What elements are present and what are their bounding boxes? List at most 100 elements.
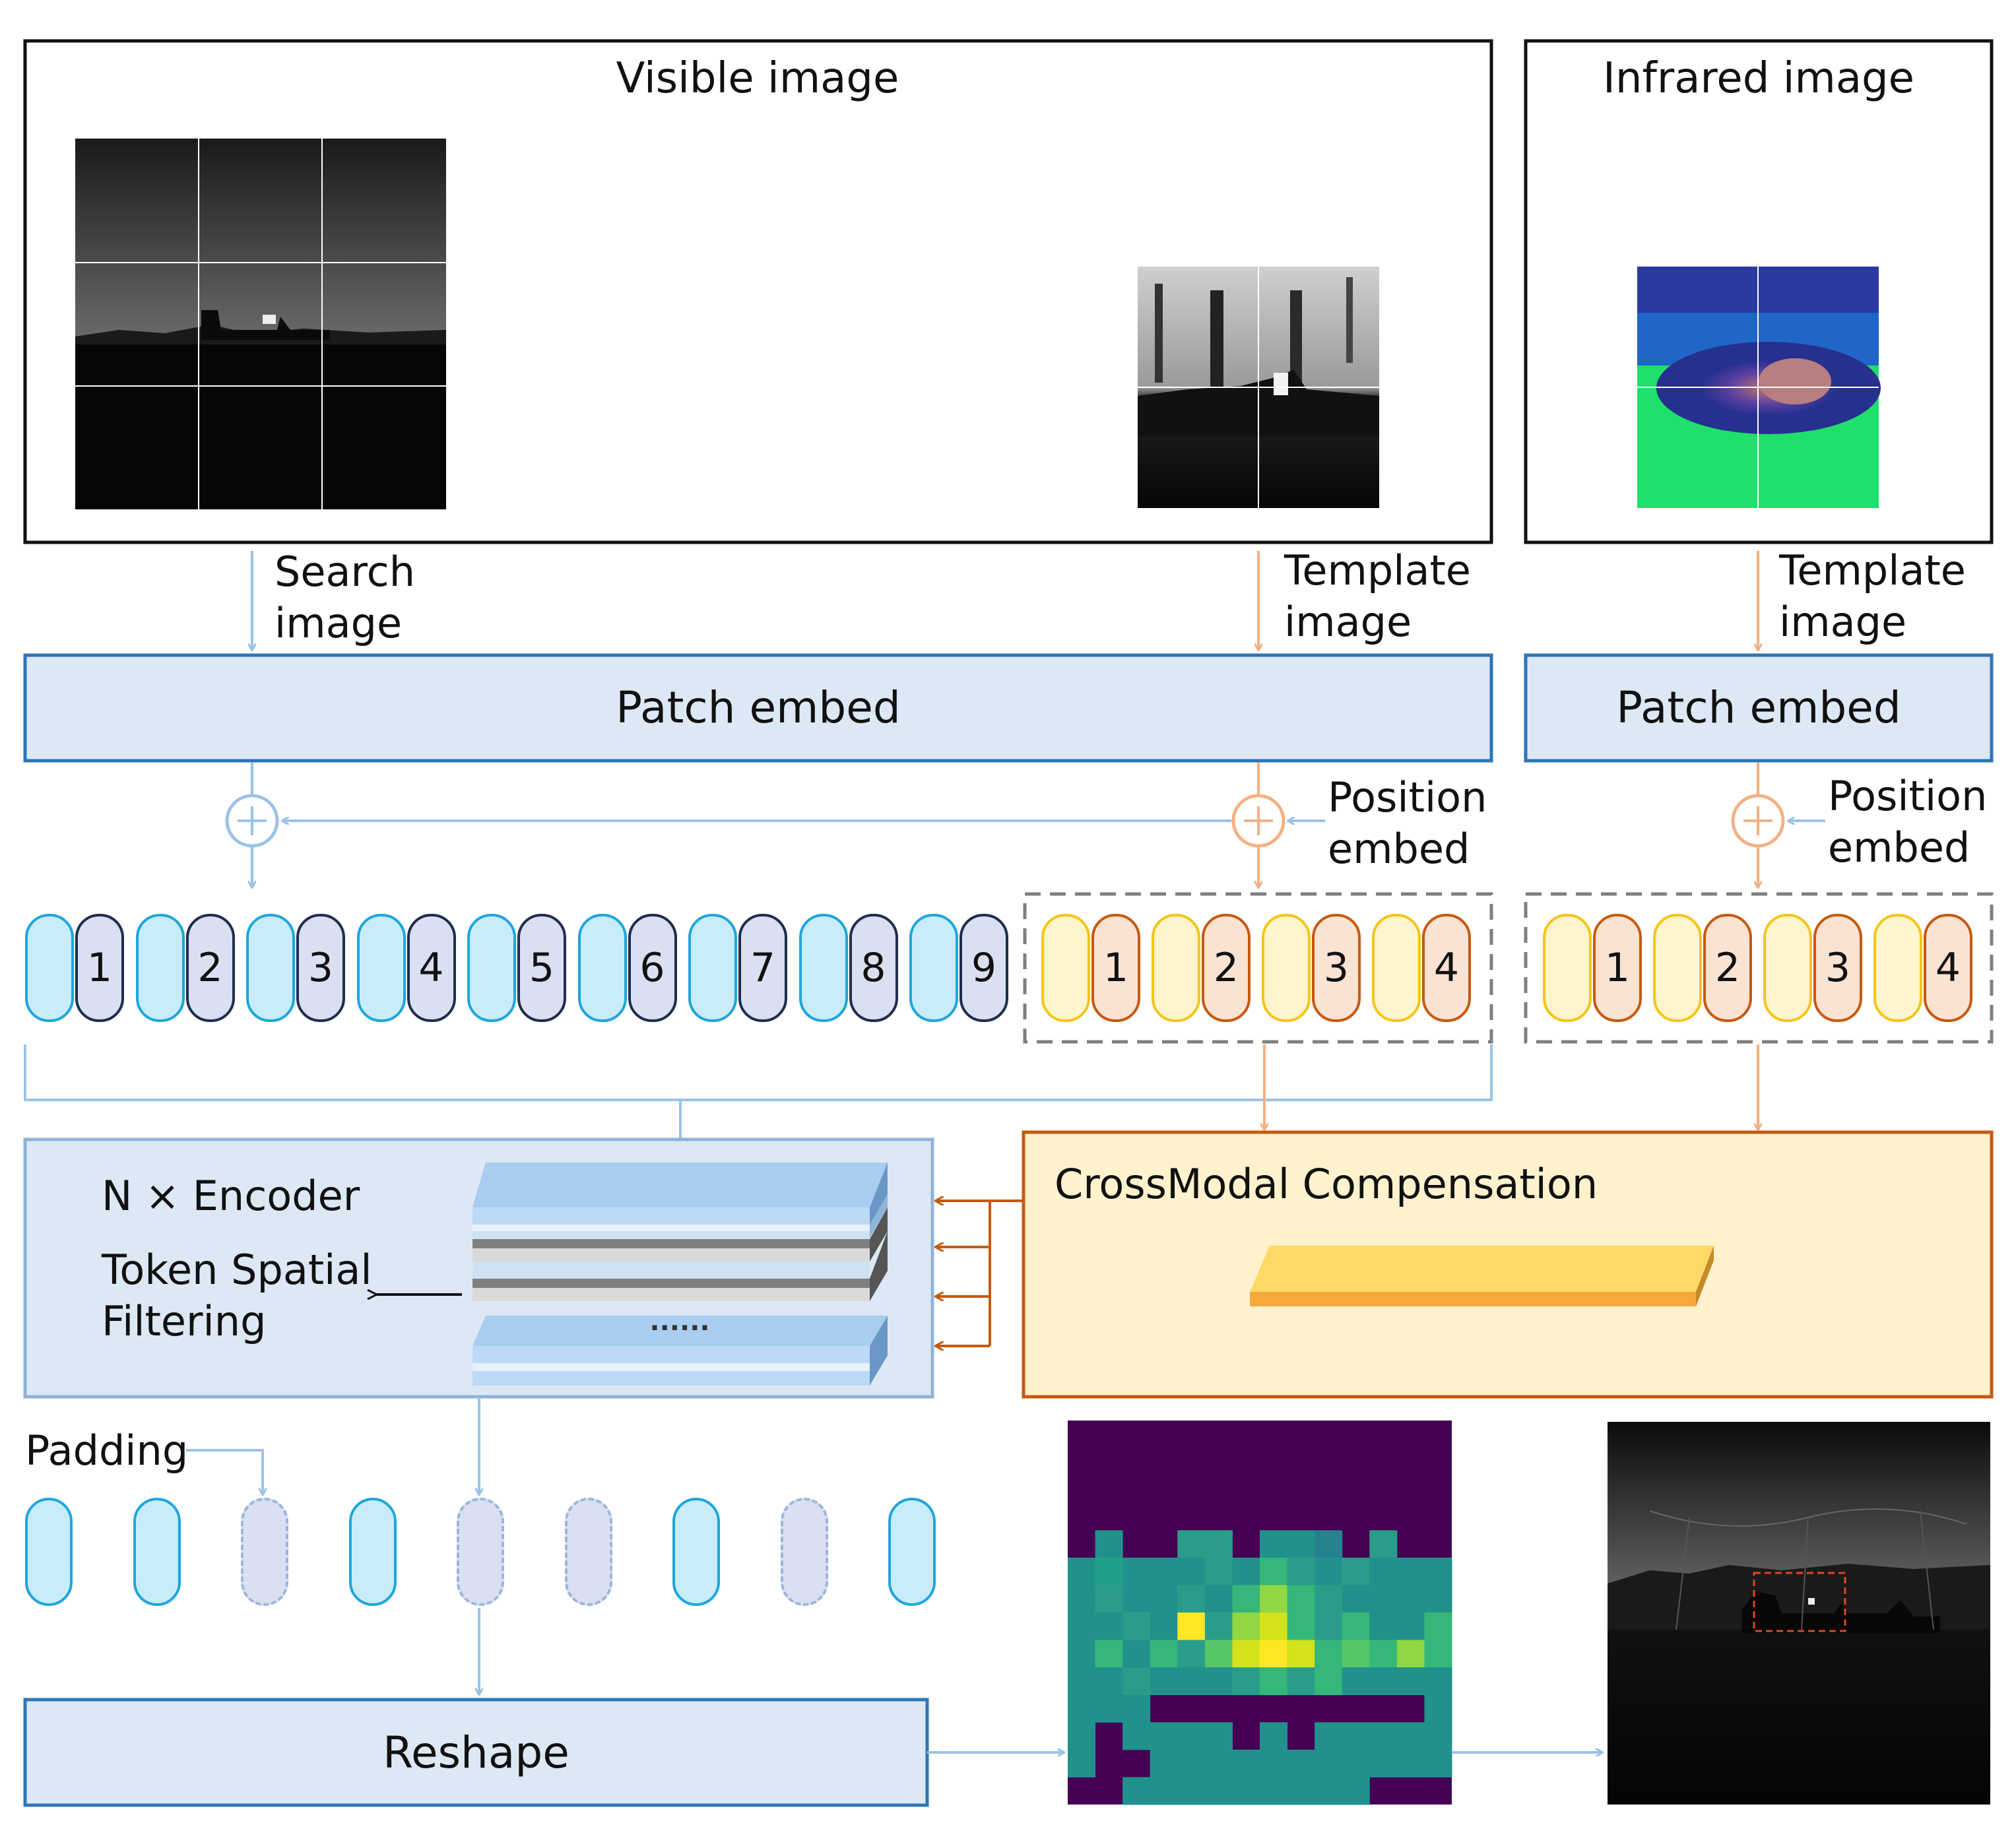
template-image-label-2: image bbox=[1284, 598, 1412, 646]
search-index-token: 6 bbox=[628, 914, 677, 1022]
heatmap-cell bbox=[1204, 1585, 1233, 1613]
heatmap-cell bbox=[1068, 1667, 1096, 1696]
heatmap-cell bbox=[1369, 1613, 1398, 1641]
heatmap-cell bbox=[1342, 1667, 1370, 1696]
cmc-block bbox=[1250, 1246, 1714, 1306]
patch-embed-infrared bbox=[1524, 653, 1994, 763]
search-index-token: 3 bbox=[296, 914, 345, 1022]
heatmap-cell bbox=[1260, 1613, 1288, 1641]
heatmap-cell bbox=[1095, 1640, 1123, 1668]
encoder-layer-stack bbox=[472, 1163, 888, 1386]
search-embed-token bbox=[246, 914, 295, 1022]
search-embed-token bbox=[467, 914, 516, 1022]
padding-token bbox=[241, 1498, 288, 1606]
heatmap-cell bbox=[1396, 1640, 1425, 1668]
heatmap-cell bbox=[1232, 1640, 1260, 1668]
heatmap-cell bbox=[1369, 1722, 1398, 1750]
heatmap-cell bbox=[1287, 1530, 1315, 1558]
heatmap-cell bbox=[1369, 1557, 1398, 1585]
heatmap-cell bbox=[1287, 1640, 1315, 1668]
heatmap-cell bbox=[1287, 1557, 1315, 1585]
visible-panel-title: Visible image bbox=[616, 54, 899, 103]
search-embed-token bbox=[25, 914, 74, 1022]
template-index-token: 2 bbox=[1202, 914, 1251, 1022]
padding-token bbox=[457, 1498, 504, 1606]
heatmap-cell bbox=[1204, 1749, 1233, 1777]
template-index-token: 3 bbox=[1312, 914, 1361, 1022]
heatmap-cell bbox=[1369, 1749, 1398, 1777]
heatmap-cell bbox=[1260, 1722, 1288, 1750]
heatmap-cell bbox=[1369, 1585, 1398, 1613]
search-image-label-1: Search bbox=[275, 548, 416, 596]
tsf-label-1: Token Spatial bbox=[102, 1246, 372, 1294]
heatmap-cell bbox=[1424, 1640, 1452, 1668]
heatmap-cell bbox=[1177, 1613, 1206, 1641]
heatmap-cell bbox=[1260, 1530, 1288, 1558]
heatmap-cell bbox=[1260, 1749, 1288, 1777]
encoder-ellipsis: ...... bbox=[649, 1306, 710, 1337]
heatmap-cell bbox=[1342, 1777, 1370, 1805]
heatmap-cell bbox=[1122, 1585, 1151, 1613]
ir-template-embed-token bbox=[1543, 914, 1592, 1022]
heatmap-cell bbox=[1177, 1777, 1206, 1805]
heatmap-cell bbox=[1260, 1557, 1288, 1585]
heatmap-cell bbox=[1095, 1585, 1123, 1613]
kept-token bbox=[348, 1498, 397, 1606]
heatmap-cell bbox=[1396, 1667, 1425, 1696]
heatmap-cell bbox=[1287, 1613, 1315, 1641]
heatmap-cell bbox=[1342, 1722, 1370, 1750]
ir-template-index-token: 4 bbox=[1924, 914, 1972, 1022]
heatmap-cell bbox=[1260, 1777, 1288, 1805]
heatmap-cell bbox=[1396, 1749, 1425, 1777]
heatmap-cell bbox=[1342, 1585, 1370, 1613]
heatmap-cell bbox=[1204, 1557, 1233, 1585]
heatmap-cell bbox=[1122, 1557, 1151, 1585]
cmc-title: CrossModal Compensation bbox=[1055, 1160, 1598, 1208]
heatmap-cell bbox=[1424, 1694, 1452, 1723]
heatmap-cell bbox=[1177, 1585, 1206, 1613]
infrared-panel-title: Infrared image bbox=[1602, 54, 1915, 103]
heatmap-cell bbox=[1150, 1613, 1178, 1641]
search-index-token: 8 bbox=[849, 914, 898, 1022]
heatmap-cell bbox=[1232, 1585, 1260, 1613]
padding-token bbox=[780, 1498, 828, 1606]
padding-label: Padding bbox=[25, 1426, 189, 1475]
position-embed-visible-label-2: embed bbox=[1328, 825, 1470, 873]
ir-template-embed-token bbox=[1763, 914, 1812, 1022]
search-embed-token bbox=[909, 914, 958, 1022]
template-index-token: 1 bbox=[1091, 914, 1140, 1022]
ir-template-index-token: 1 bbox=[1593, 914, 1642, 1022]
tsf-label-2: Filtering bbox=[102, 1297, 267, 1345]
patch-embed-visible-label: Patch embed bbox=[616, 682, 901, 733]
search-embed-token bbox=[798, 914, 848, 1022]
search-index-token: 7 bbox=[738, 914, 787, 1022]
kept-token bbox=[133, 1498, 181, 1606]
patch-embed-visible bbox=[23, 653, 1493, 763]
reshape-box bbox=[23, 1698, 929, 1807]
heatmap-cell bbox=[1424, 1749, 1452, 1777]
heatmap-cell bbox=[1068, 1557, 1096, 1585]
search-index-token: 4 bbox=[406, 914, 456, 1022]
heatmap-cell bbox=[1204, 1667, 1233, 1696]
ir-template-index-token: 3 bbox=[1813, 914, 1862, 1022]
position-embed-visible-label: Position embed bbox=[1328, 772, 1487, 875]
heatmap-cell bbox=[1095, 1694, 1123, 1723]
template-embed-token bbox=[1152, 914, 1200, 1022]
ir-template-image-label: Template image bbox=[1779, 545, 1966, 648]
heatmap-cell bbox=[1122, 1640, 1151, 1668]
heatmap-cell bbox=[1095, 1530, 1123, 1558]
heatmap-cell bbox=[1177, 1530, 1206, 1558]
heatmap-cell bbox=[1150, 1640, 1178, 1668]
heatmap-cell bbox=[1150, 1557, 1178, 1585]
heatmap-cell bbox=[1424, 1557, 1452, 1585]
heatmap-cell bbox=[1122, 1667, 1151, 1696]
heatmap-cell bbox=[1424, 1585, 1452, 1613]
ir-template-embed-token bbox=[1653, 914, 1702, 1022]
heatmap-cell bbox=[1369, 1530, 1398, 1558]
template-image-label-1: Template bbox=[1284, 546, 1471, 594]
position-embed-infrared-label-2: embed bbox=[1828, 823, 1970, 872]
heatmap-cell bbox=[1424, 1667, 1452, 1696]
heatmap-cell bbox=[1396, 1722, 1425, 1750]
tracking-box bbox=[1753, 1572, 1846, 1632]
heatmap-cell bbox=[1232, 1749, 1260, 1777]
